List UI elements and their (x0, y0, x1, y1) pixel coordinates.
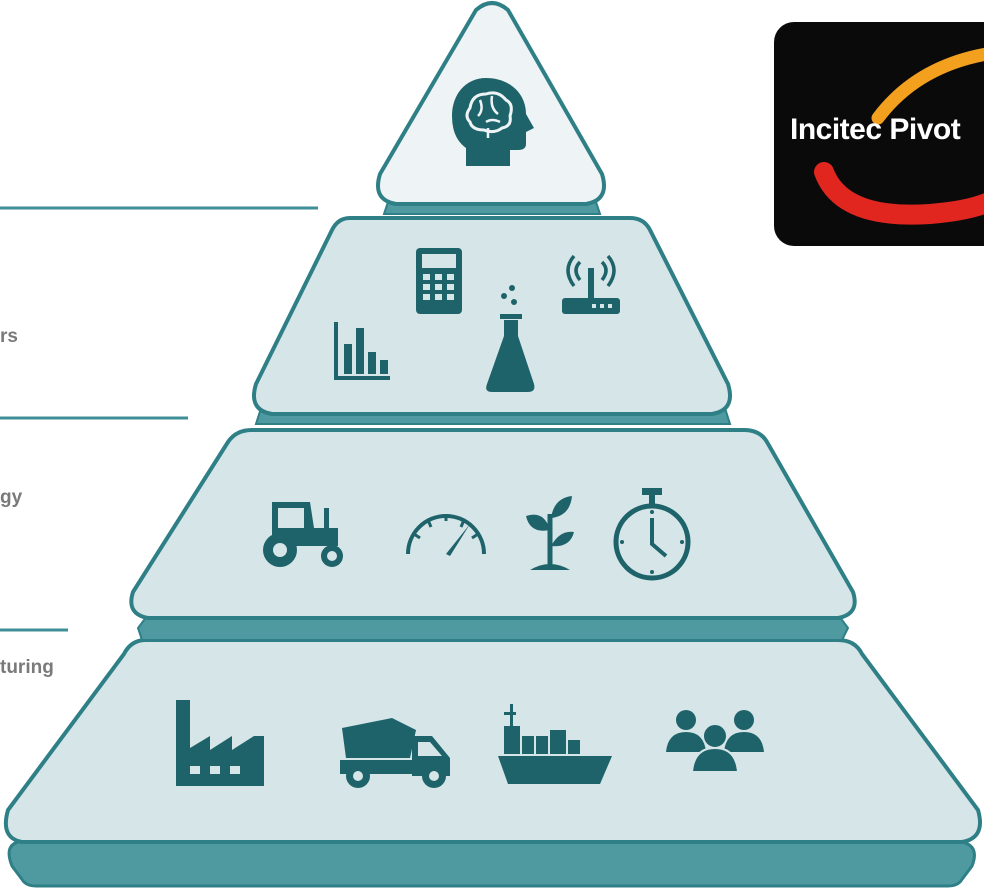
calculator-icon (416, 248, 462, 314)
bar-chart-icon (334, 322, 390, 380)
stopwatch-icon (613, 488, 691, 581)
factory-icon (176, 700, 264, 786)
cargo-ship-icon (498, 704, 612, 784)
tier-2-label: rs (0, 326, 18, 347)
logo-wordmark: Incitec Pivot (790, 113, 961, 146)
pyramid-tier-4 (3, 638, 982, 888)
flask-icon (486, 285, 535, 392)
pyramid-tier-3 (129, 428, 857, 641)
incitec-pivot-logo (774, 22, 984, 246)
people-group-icon (666, 710, 764, 773)
dump-truck-icon (340, 718, 450, 788)
speedometer-icon (406, 514, 486, 556)
tractor-icon (263, 502, 343, 567)
brain-head-icon (452, 78, 534, 166)
pyramid-tier-2 (252, 216, 732, 425)
seedling-icon (526, 496, 574, 570)
tier-4-label: turing (0, 657, 54, 678)
router-icon (562, 254, 620, 314)
tier-3-label: gy (0, 487, 23, 508)
